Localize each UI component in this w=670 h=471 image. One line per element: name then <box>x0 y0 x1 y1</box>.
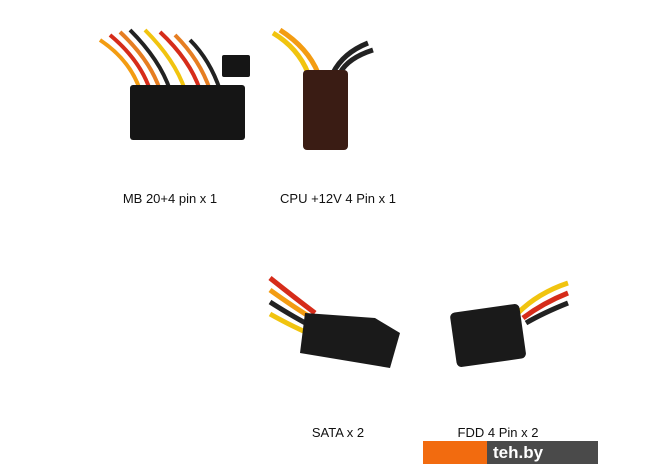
watermark-orange-block <box>423 441 487 464</box>
sata-connector-image <box>268 276 400 368</box>
watermark: teh.by <box>423 441 598 464</box>
watermark-text: teh.by <box>487 441 598 464</box>
mb-label: MB 20+4 pin x 1 <box>122 191 218 206</box>
fdd-label: FDD 4 Pin x 2 <box>457 425 539 440</box>
fdd-connector-image <box>450 280 569 367</box>
sata-label: SATA x 2 <box>311 425 365 440</box>
cpu-connector-image <box>271 28 374 150</box>
cpu-label: CPU +12V 4 Pin x 1 <box>280 191 396 206</box>
mb-connector-image <box>98 28 250 140</box>
